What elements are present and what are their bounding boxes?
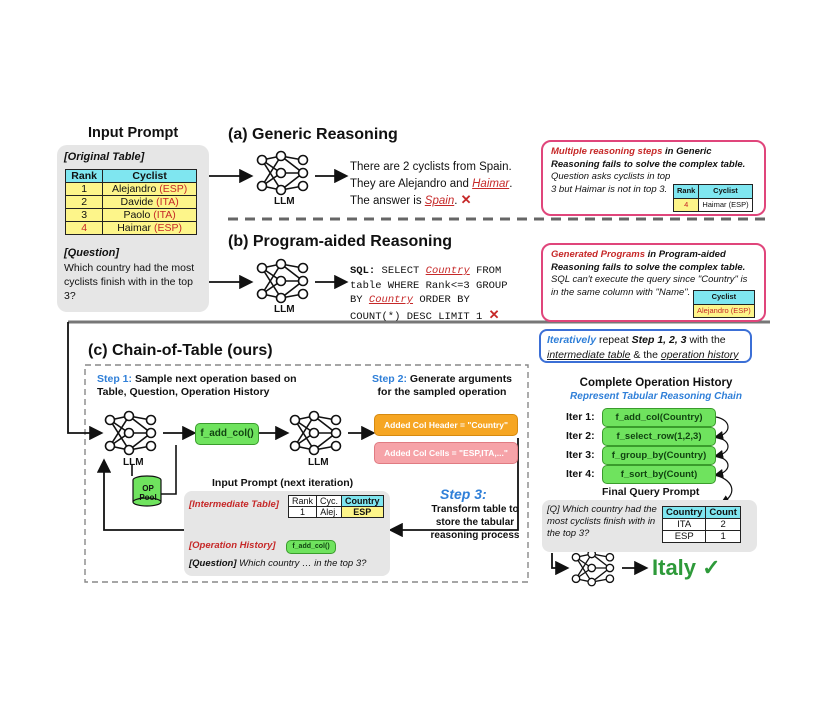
add-col-operation: f_add_col()	[195, 423, 259, 445]
chain-dashed-box	[84, 364, 529, 583]
table-row: 3 Paolo (ITA)	[64, 208, 197, 222]
step2-text: Step 2: Generate arguments for the sampl…	[371, 373, 513, 398]
rank-cell: 4	[64, 221, 104, 235]
original-table: Rank Cyclist 1 Alejandro (ESP) 2 Davide …	[64, 169, 197, 235]
generic-failure-note: Multiple reasoning steps in Generic Reas…	[541, 140, 766, 216]
final-question: [Q] Which country had the most cyclists …	[547, 504, 657, 539]
input-next-title: Input Prompt (next iteration)	[212, 477, 354, 489]
llm-network-icon	[256, 258, 309, 304]
llm-network-icon	[256, 150, 309, 196]
arg-cells-box: Added Col Cells = "ESP,ITA,..."	[374, 442, 518, 464]
iter-label: Iter 2:	[566, 430, 595, 442]
note-table: Cyclist Alejandro (ESP)	[693, 290, 755, 318]
checkmark-icon: ✓	[702, 555, 721, 580]
llm-label: LLM	[123, 457, 144, 468]
cyclist-cell: Paolo (ITA)	[102, 208, 197, 222]
iter-operation: f_sort_by(Count)	[602, 465, 716, 484]
input-prompt-title: Input Prompt	[88, 125, 179, 141]
intermediate-table-label: [Intermediate Table]	[189, 499, 279, 510]
llm-network-icon	[571, 549, 615, 587]
table-row: 4 Haimar (ESP)	[64, 221, 197, 235]
table-row: 2 Davide (ITA)	[64, 195, 197, 209]
history-subtitle: Represent Tabular Reasoning Chain	[570, 391, 742, 402]
sql-program: SQL: SELECT Country FROM table WHERE Ran…	[350, 265, 508, 323]
question-text: Which country had the most cyclists fini…	[64, 262, 195, 302]
program-failure-note: Generated Programs in Program-aided Reas…	[541, 243, 766, 322]
rank-cell: 3	[64, 208, 104, 222]
cross-icon: ✕	[460, 192, 472, 207]
op-pool-label: OP Pool	[139, 484, 157, 502]
rank-cell: 2	[64, 195, 104, 209]
table-header: Rank	[64, 169, 104, 183]
llm-network-icon	[104, 410, 157, 456]
iterative-callout: Iteratively repeat Step 1, 2, 3 with the…	[539, 329, 752, 363]
input-prompt-panel: [Original Table] Rank Cyclist 1 Alejandr…	[57, 145, 209, 312]
arg-header-box: Added Col Header = "Country"	[374, 414, 518, 436]
cross-icon: ✕	[488, 306, 500, 322]
question-label: [Question]	[64, 247, 119, 259]
cyclist-cell: Haimar (ESP)	[102, 221, 197, 235]
table-header: Cyclist	[102, 169, 197, 183]
llm-label: LLM	[274, 304, 295, 315]
final-query-panel: [Q] Which country had the most cyclists …	[542, 500, 757, 552]
final-query-title: Final Query Prompt	[602, 486, 700, 498]
iter-label: Iter 1:	[566, 411, 595, 423]
history-title: Complete Operation History	[579, 377, 733, 389]
step3-text: Transform table to store the tabular rea…	[430, 504, 520, 541]
iter-label: Iter 3:	[566, 449, 595, 461]
generic-answer-text: There are 2 cyclists from Spain. They ar…	[350, 161, 513, 207]
llm-network-icon	[289, 410, 342, 456]
chain-of-table-title: (c) Chain-of-Table (ours)	[88, 342, 273, 359]
cyclist-cell: Alejandro (ESP)	[102, 182, 197, 196]
cyclist-cell: Davide (ITA)	[102, 195, 197, 209]
iter-operation: f_select_row(1,2,3)	[602, 427, 716, 446]
step1-text: Step 1: Sample next operation based on T…	[97, 373, 297, 398]
generic-reasoning-title: (a) Generic Reasoning	[228, 126, 398, 143]
next-question: [Question] Which country … in the top 3?	[189, 558, 367, 569]
final-answer: Italy ✓	[652, 555, 721, 580]
iter-operation: f_group_by(Country)	[602, 446, 716, 465]
step3-label: Step 3:	[440, 486, 487, 502]
iter-label: Iter 4:	[566, 468, 595, 480]
rank-cell: 1	[64, 182, 104, 196]
table-row: 1 Alejandro (ESP)	[64, 182, 197, 196]
history-add-col: f_add_col()	[286, 540, 336, 554]
llm-label: LLM	[308, 457, 329, 468]
llm-label: LLM	[274, 196, 295, 207]
operation-history-label: [Operation History]	[189, 540, 276, 551]
program-reasoning-title: (b) Program-aided Reasoning	[228, 233, 453, 250]
original-table-label: [Original Table]	[64, 151, 145, 163]
iter-operation: f_add_col(Country)	[602, 408, 716, 427]
